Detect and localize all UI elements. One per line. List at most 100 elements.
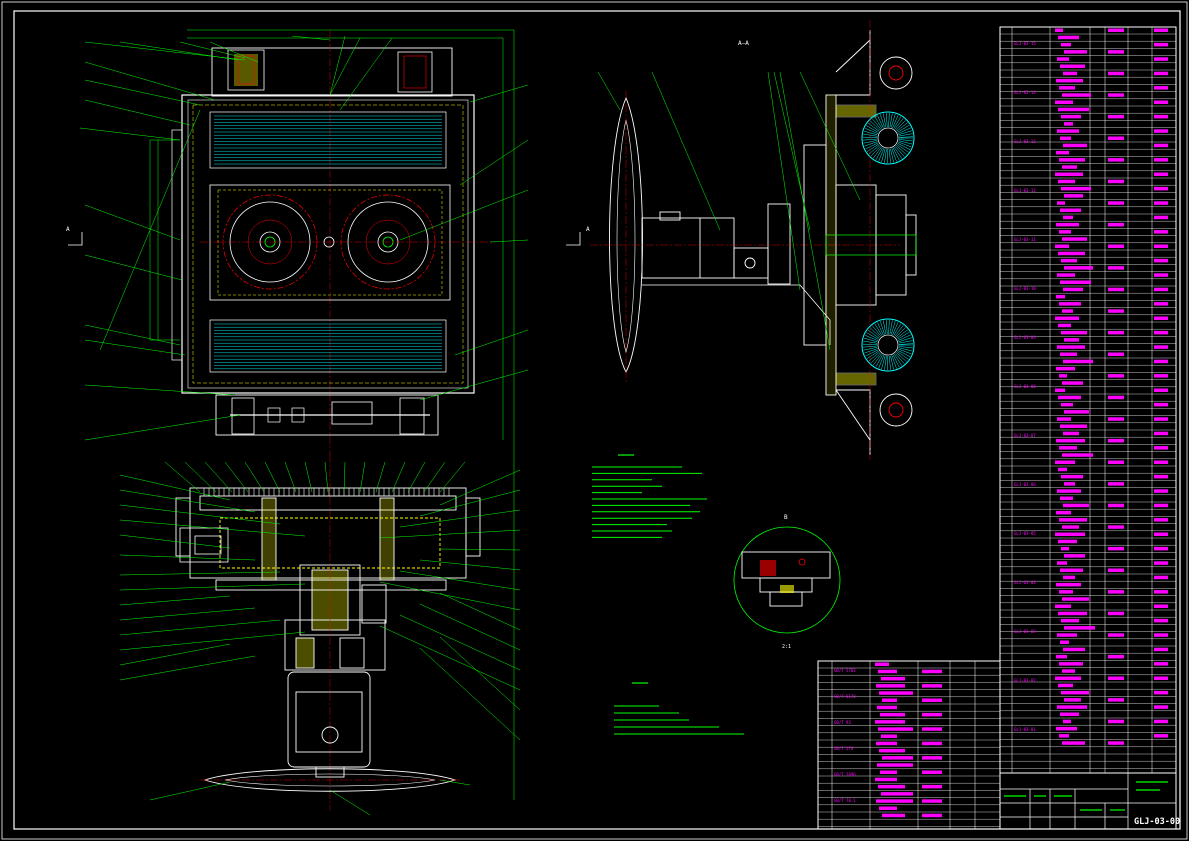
part-code: GLJ-03-08	[1014, 384, 1036, 389]
part-code: GLJ-03-07	[1014, 433, 1036, 438]
part-name-row	[1057, 561, 1067, 565]
part-name-row	[878, 784, 905, 789]
part-remark-row	[1154, 374, 1168, 378]
standard-code: GB/T 5783	[834, 668, 856, 673]
part-name-row	[1061, 690, 1089, 695]
part-name-row	[1063, 215, 1073, 220]
part-name-row	[1064, 482, 1075, 486]
part-material-row	[1108, 93, 1124, 97]
standard-code: GB/T 6170	[834, 694, 856, 699]
part-material-row	[1108, 417, 1124, 421]
part-remark-row	[1154, 503, 1168, 508]
part-name-row	[878, 727, 913, 731]
part-name-row	[881, 734, 897, 738]
part-remark-row	[1154, 474, 1168, 479]
part-name-row	[875, 777, 897, 782]
part-name-row	[880, 770, 897, 774]
part-name-row	[1058, 683, 1073, 688]
part-remark-row	[1154, 186, 1168, 191]
part-name-row	[879, 691, 913, 695]
part-name-row	[1056, 438, 1085, 443]
part-remark-row	[1154, 532, 1168, 536]
part-name-row	[1056, 150, 1069, 155]
part-code: GLJ-03-12	[1014, 188, 1036, 193]
part-name-row	[1055, 100, 1073, 104]
part-material-row	[1108, 222, 1124, 227]
part-material-row	[1108, 136, 1124, 140]
part-remark-row	[1154, 359, 1168, 364]
part-remark-row	[1154, 57, 1168, 61]
small-motor	[179, 527, 229, 563]
part-name-row	[877, 763, 913, 767]
part-remark-row	[1154, 273, 1168, 277]
part-remark-row	[1154, 460, 1168, 464]
part-remark-row	[1154, 618, 1168, 623]
part-material-row	[1108, 28, 1124, 32]
cut-mark-left: A	[66, 226, 70, 233]
front-section-view	[119, 455, 521, 816]
drawing-number: GLJ-03-00	[1134, 817, 1180, 827]
part-material-row	[922, 669, 942, 674]
part-name-row	[1062, 453, 1093, 457]
part-material-row	[1108, 374, 1124, 378]
part-material-row	[1108, 654, 1124, 659]
part-remark-row	[1154, 402, 1168, 407]
part-name-row	[875, 662, 889, 666]
part-remark-row	[1154, 719, 1168, 724]
bottom-drive-bar	[215, 394, 439, 436]
title-block-text	[1004, 781, 1168, 811]
part-remark-row	[1154, 42, 1168, 47]
part-material-row	[1108, 309, 1124, 313]
part-material-row	[1108, 460, 1124, 464]
part-material-row	[1108, 71, 1124, 76]
part-remark-row	[1154, 647, 1168, 652]
motor-side	[641, 203, 791, 285]
part-name-row	[1062, 165, 1077, 169]
part-name-row	[1061, 258, 1077, 263]
part-name-row	[876, 684, 905, 688]
part-name-row	[1060, 712, 1079, 716]
part-name-row	[1055, 316, 1079, 320]
part-name-row	[1058, 611, 1087, 616]
top-wheel-left	[227, 49, 265, 91]
part-name-row	[1057, 201, 1065, 205]
part-name-row	[1063, 647, 1085, 652]
part-material-row	[922, 698, 942, 702]
part-remark-row	[1154, 546, 1168, 551]
part-material-row	[922, 784, 942, 789]
part-name-row	[1062, 93, 1091, 97]
part-name-row	[1060, 136, 1071, 140]
part-remark-row	[1154, 633, 1168, 637]
part-name-row	[876, 741, 897, 746]
part-name-row	[875, 720, 905, 724]
part-remark-row	[1154, 446, 1168, 450]
part-material-row	[1108, 741, 1124, 745]
part-material-row	[922, 684, 942, 688]
part-name-row	[1062, 525, 1079, 529]
part-name-row	[1061, 546, 1069, 551]
part-name-row	[1057, 417, 1071, 421]
part-remark-row	[1154, 158, 1168, 162]
part-name-row	[1063, 575, 1075, 580]
part-name-row	[1058, 395, 1081, 400]
part-name-row	[1061, 330, 1087, 335]
handwheel-front	[200, 768, 462, 792]
part-name-row	[1064, 626, 1095, 630]
part-name-row	[1059, 374, 1067, 378]
main-motor	[287, 671, 371, 778]
part-name-row	[1060, 496, 1073, 500]
part-remark-row	[1154, 330, 1168, 335]
part-remark-row	[1154, 662, 1168, 666]
standard-code: GB/T 1096	[834, 772, 856, 777]
part-code: GLJ-03-05	[1014, 531, 1036, 536]
part-material-row	[1108, 719, 1124, 724]
part-remark-row	[1154, 244, 1168, 248]
part-material-row	[1108, 114, 1124, 119]
part-remark-row	[1154, 258, 1168, 263]
part-code: GLJ-03-11	[1014, 237, 1036, 242]
part-name-row	[1063, 431, 1079, 436]
part-remark-row	[1154, 302, 1168, 306]
part-code: GLJ-03-01	[1014, 727, 1036, 732]
part-remark-row	[1154, 417, 1168, 421]
